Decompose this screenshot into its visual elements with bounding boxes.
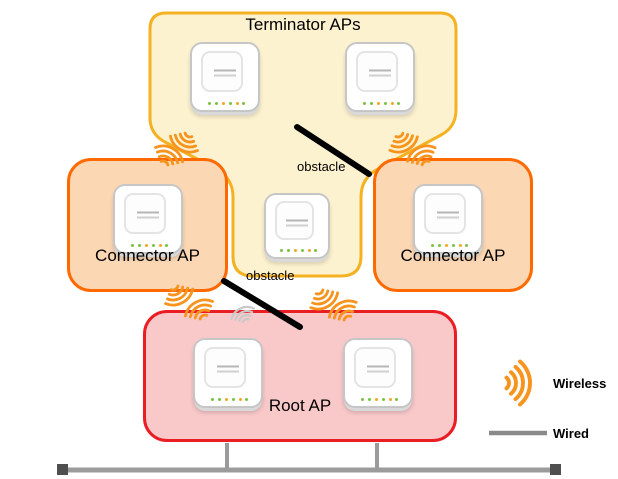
ap-status-leds — [211, 397, 214, 401]
ap-logo — [367, 365, 389, 375]
ap-status-leds — [208, 101, 211, 105]
access-point-connector-right — [413, 184, 483, 254]
connector-right-label: Connector AP — [400, 246, 506, 265]
legend-wireless-label: Wireless — [553, 376, 607, 391]
legend-wired-label: Wired — [553, 426, 589, 441]
ap-faceplate — [424, 192, 467, 234]
ap-status-leds — [280, 249, 283, 253]
access-point-terminator-middle — [264, 193, 330, 259]
ap-faceplate — [356, 50, 399, 92]
access-point-connector-left — [113, 184, 183, 254]
ap-logo — [369, 69, 391, 79]
ap-status-leds — [131, 243, 134, 247]
ap-logo — [437, 211, 459, 221]
access-point-root-right — [343, 338, 413, 408]
connector-left-label: Connector AP — [95, 246, 200, 265]
ap-status-leds — [431, 243, 434, 247]
ap-logo — [137, 211, 159, 221]
obstacle-2-label: obstacle — [246, 268, 295, 283]
ap-status-leds — [361, 397, 364, 401]
obstacle-1-label: obstacle — [297, 159, 346, 174]
ap-status-leds — [363, 101, 366, 105]
access-point-terminator-right — [345, 42, 415, 112]
ap-logo — [214, 69, 236, 79]
ap-logo — [217, 365, 239, 375]
access-point-root-left — [193, 338, 263, 408]
root-label: Root AP — [268, 396, 332, 415]
ap-logo — [286, 219, 308, 229]
terminator-label: Terminator APs — [245, 15, 361, 34]
access-point-terminator-left — [190, 42, 260, 112]
